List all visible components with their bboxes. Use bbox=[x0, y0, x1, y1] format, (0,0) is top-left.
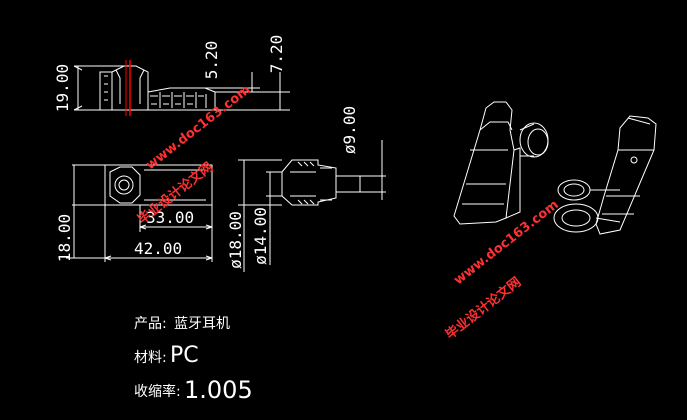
front-view bbox=[66, 164, 213, 262]
dim-18-left: 18.00 bbox=[55, 214, 74, 262]
iso-view-earpiece bbox=[453, 101, 549, 225]
dim-dia-9: ø9.00 bbox=[340, 106, 359, 154]
shrink-label: 收缩率: bbox=[134, 383, 181, 400]
top-section-view bbox=[73, 65, 290, 111]
dim-dia-14: ø14.00 bbox=[251, 207, 270, 265]
watermark-cn-right: 毕业设计论文网 bbox=[442, 274, 524, 343]
watermark-left: www.doc163.com 毕业设计论文网 bbox=[134, 82, 253, 227]
dim-42: 42.00 bbox=[134, 239, 182, 258]
side-view bbox=[238, 140, 386, 272]
dim-33: 33.00 bbox=[146, 208, 194, 227]
product-label: 产品: bbox=[134, 316, 167, 332]
dim-dia-18: ø18.00 bbox=[226, 211, 245, 269]
dim-19: 19.00 bbox=[53, 64, 72, 112]
dim-5-20: 5.20 bbox=[202, 41, 221, 80]
dim-7-20: 7.20 bbox=[267, 35, 286, 74]
material-label: 材料: bbox=[134, 350, 167, 366]
iso-view-clip bbox=[553, 115, 657, 235]
product-value: 蓝牙耳机 bbox=[174, 316, 230, 332]
material-value: PC bbox=[170, 343, 199, 368]
shrink-value: 1.005 bbox=[184, 376, 253, 404]
